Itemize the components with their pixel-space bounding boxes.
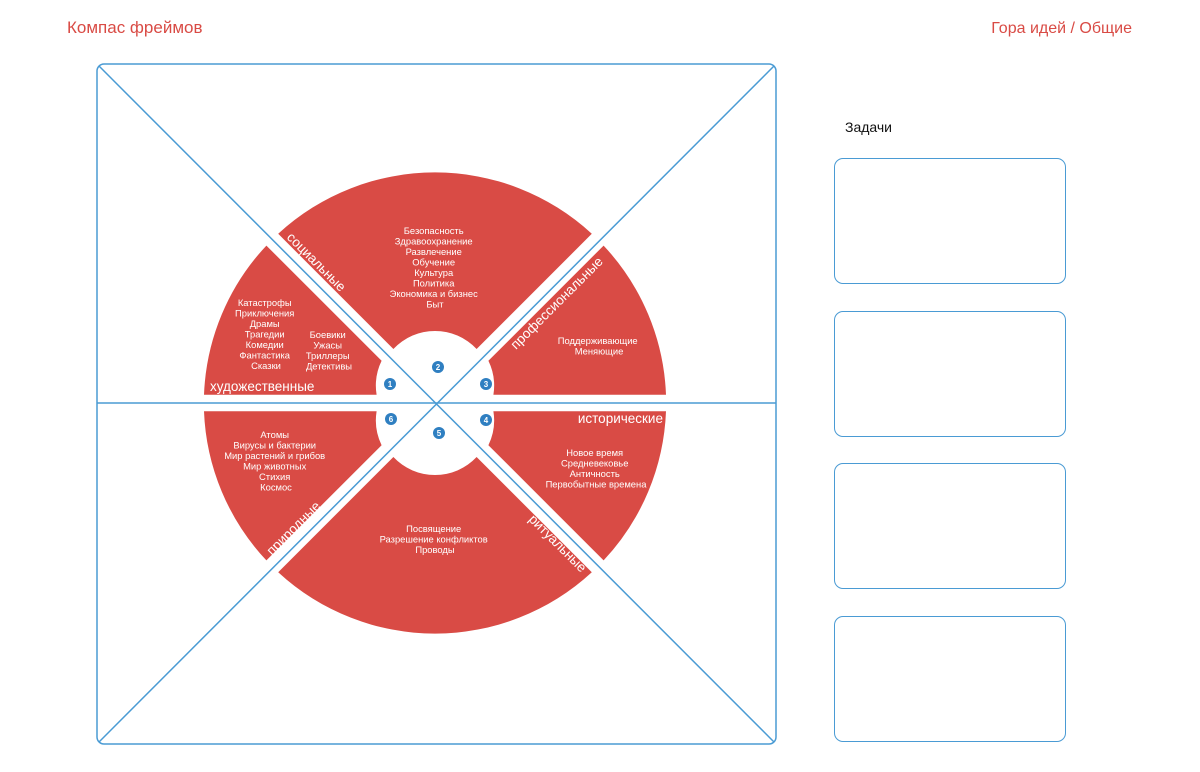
sector-6-shape bbox=[204, 411, 382, 561]
list-item: Античность bbox=[570, 468, 620, 479]
list-item: Безопасность bbox=[404, 225, 464, 236]
list-item: Культура bbox=[414, 267, 454, 278]
list-item: Приключения bbox=[235, 308, 294, 319]
list-item: Средневековье bbox=[561, 458, 628, 469]
sector-3-list: Поддерживающие Меняющие bbox=[558, 335, 641, 357]
task-card[interactable] bbox=[834, 158, 1066, 284]
list-item: Фантастика bbox=[239, 350, 290, 361]
sector-4-category: исторические bbox=[578, 411, 663, 426]
list-item: Драмы bbox=[250, 318, 280, 329]
compass-frame bbox=[96, 63, 777, 745]
task-card[interactable] bbox=[834, 463, 1066, 589]
list-item: Поддерживающие bbox=[558, 335, 638, 346]
list-item: Боевики bbox=[310, 329, 346, 340]
list-item: Трагедии bbox=[245, 329, 285, 340]
list-item: Обучение bbox=[412, 257, 455, 268]
badge-4: 4 bbox=[480, 414, 492, 426]
list-item: Здравоохранение bbox=[395, 236, 473, 247]
list-item: Меняющие bbox=[575, 346, 624, 357]
tasks-title: Задачи bbox=[845, 119, 893, 135]
list-item: Комедии bbox=[246, 339, 284, 350]
task-card[interactable] bbox=[834, 616, 1066, 742]
list-item: Посвящение bbox=[406, 523, 461, 534]
svg-text:4: 4 bbox=[484, 416, 489, 425]
svg-text:5: 5 bbox=[437, 429, 442, 438]
sector-1-list-col2: Боевики Ужасы Триллеры Детективы bbox=[306, 329, 352, 372]
list-item: Космос bbox=[260, 482, 292, 493]
list-item: Сказки bbox=[251, 360, 281, 371]
sector-1-shape bbox=[204, 245, 382, 395]
sector-2-shape bbox=[278, 172, 592, 349]
sector-4-shape bbox=[488, 411, 666, 561]
diagonal-line bbox=[98, 65, 775, 743]
list-item: Атомы bbox=[260, 429, 289, 440]
list-item: Вирусы и бактерии bbox=[233, 440, 316, 451]
badge-3: 3 bbox=[480, 378, 492, 390]
badge-2: 2 bbox=[432, 361, 444, 373]
page-title: Компас фреймов bbox=[67, 18, 203, 37]
sector-4-list: Новое время Средневековье Античность Пер… bbox=[546, 447, 648, 490]
badge-6: 6 bbox=[385, 413, 397, 425]
task-card[interactable] bbox=[834, 311, 1066, 437]
list-item: Триллеры bbox=[306, 350, 350, 361]
list-item: Политика bbox=[413, 278, 455, 289]
badge-5: 5 bbox=[433, 427, 445, 439]
sector-3-shape bbox=[488, 245, 666, 395]
svg-text:6: 6 bbox=[389, 415, 394, 424]
compass-wheel bbox=[204, 172, 666, 634]
list-item: Мир растений и грибов bbox=[224, 450, 325, 461]
list-item: Мир животных bbox=[243, 461, 306, 472]
svg-text:1: 1 bbox=[388, 380, 393, 389]
list-item: Проводы bbox=[415, 544, 455, 555]
sector-5-shape bbox=[278, 457, 592, 634]
svg-text:3: 3 bbox=[484, 380, 489, 389]
sector-1-category: художественные bbox=[210, 379, 314, 394]
list-item: Быт bbox=[426, 299, 444, 310]
list-item: Развлечение bbox=[406, 246, 462, 257]
list-item: Экономика и бизнес bbox=[390, 288, 478, 299]
sector-1-list-col1: Катастрофы Приключения Драмы Трагедии Ко… bbox=[235, 297, 297, 371]
badge-1: 1 bbox=[384, 378, 396, 390]
sector-5-list: Посвящение Разрешение конфликтов Проводы bbox=[380, 523, 491, 555]
breadcrumb[interactable]: Гора идей / Общие bbox=[991, 20, 1132, 37]
list-item: Ужасы bbox=[313, 340, 342, 351]
sector-6-list: Атомы Вирусы и бактерии Мир растений и г… bbox=[224, 429, 328, 493]
list-item: Стихия bbox=[259, 471, 290, 482]
list-item: Первобытные времена bbox=[546, 479, 648, 490]
list-item: Катастрофы bbox=[238, 297, 292, 308]
list-item: Новое время bbox=[566, 447, 623, 458]
sector-2-list: Безопасность Здравоохранение Развлечение… bbox=[390, 225, 481, 310]
list-item: Разрешение конфликтов bbox=[380, 534, 488, 545]
list-item: Детективы bbox=[306, 361, 352, 372]
svg-text:2: 2 bbox=[436, 363, 441, 372]
